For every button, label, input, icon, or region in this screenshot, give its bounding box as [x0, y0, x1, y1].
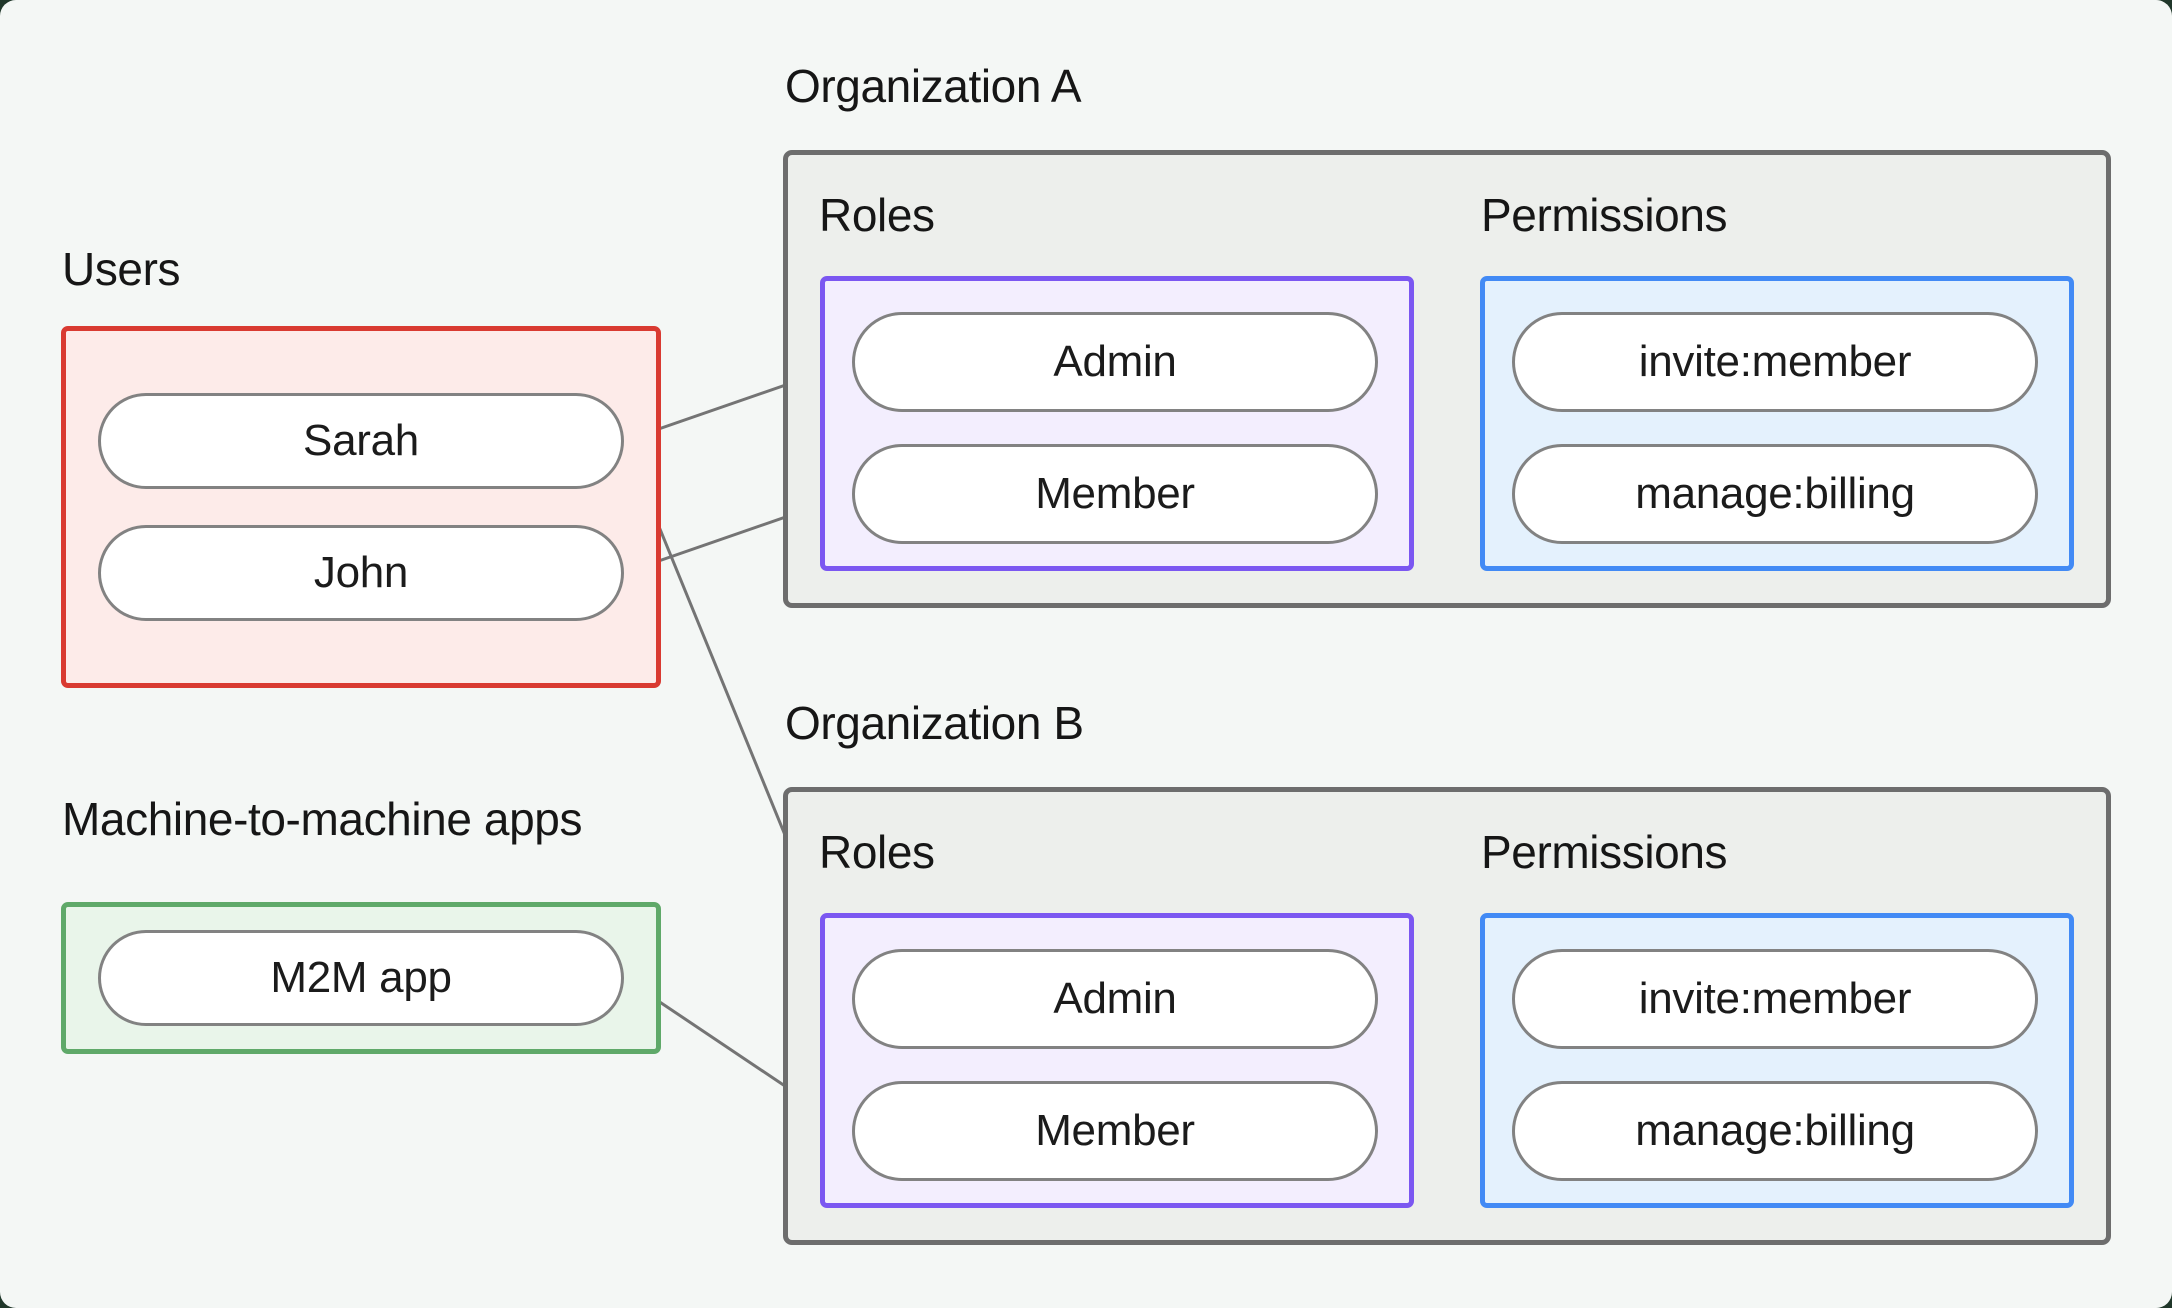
users-group-box: [61, 326, 661, 688]
organization-b-permissions-label: Permissions: [1481, 826, 1728, 878]
organization-b-label: Organization B: [785, 697, 1084, 749]
organization-a-permissions-label: Permissions: [1481, 189, 1728, 241]
role-node-member-b: Member: [852, 1081, 1378, 1181]
organization-a-label: Organization A: [785, 60, 1082, 112]
organization-a-roles-label: Roles: [819, 189, 935, 241]
permission-node-manage-billing-b: manage:billing: [1512, 1081, 2038, 1181]
organization-b-roles-label: Roles: [819, 826, 935, 878]
users-group-label: Users: [62, 243, 181, 295]
m2m-app-node: M2M app: [98, 930, 624, 1026]
role-node-admin-a: Admin: [852, 312, 1378, 412]
user-node-sarah: Sarah: [98, 393, 624, 489]
permission-node-invite-member-b: invite:member: [1512, 949, 2038, 1049]
permission-node-invite-member-a: invite:member: [1512, 312, 2038, 412]
role-node-member-a: Member: [852, 444, 1378, 544]
role-node-admin-b: Admin: [852, 949, 1378, 1049]
m2m-group-label: Machine-to-machine apps: [62, 793, 583, 845]
user-node-john: John: [98, 525, 624, 621]
permission-node-manage-billing-a: manage:billing: [1512, 444, 2038, 544]
